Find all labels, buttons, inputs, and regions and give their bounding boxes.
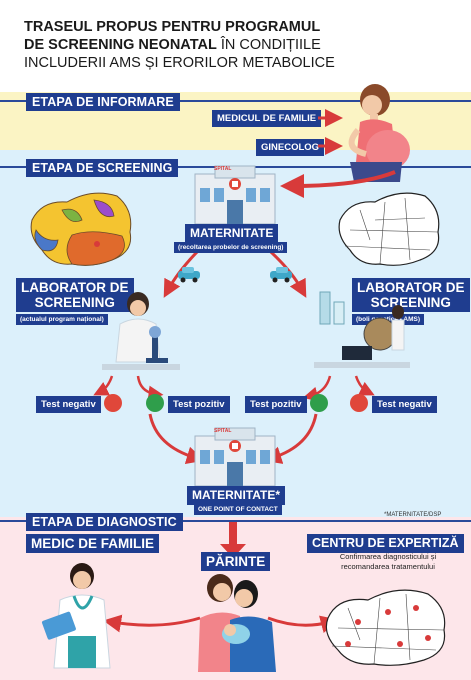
lab-right-label-line2: SCREENING	[370, 295, 451, 310]
test-positive-left: Test pozitiv	[168, 396, 230, 413]
maternity-bottom-sign: SPITAL	[214, 428, 232, 434]
lab-left-label-line1: LABORATOR DE	[21, 280, 129, 295]
check-icon-left	[146, 394, 164, 412]
test-negative-right: Test negativ	[372, 396, 437, 413]
stage-label-screening: ETAPA DE SCREENING	[26, 159, 179, 177]
maternitate-top-label: MATERNITATE	[185, 224, 279, 243]
doctor-illustration	[41, 563, 111, 669]
parinte-label: PĂRINTE	[201, 552, 271, 571]
centru-sub-line2: recomandarea tratamentului	[341, 562, 435, 571]
lab-right-sub: (boli genetice - AMS)	[352, 314, 425, 325]
test-negative-left: Test negativ	[36, 396, 101, 413]
ginecolog-tag: GINECOLOG	[256, 139, 325, 156]
title-line2-light: ÎN CONDIȚIILE	[216, 37, 321, 53]
lab-left-sub: (actualul program național)	[16, 314, 108, 325]
minus-icon-right	[350, 394, 368, 412]
lab-left-label-line2: SCREENING	[34, 295, 115, 310]
title-line2-bold: DE SCREENING NEONATAL	[24, 37, 217, 53]
centru-expertiza-sub: Confirmarea diagnosticului și recomandar…	[318, 552, 458, 572]
centru-expertiza-label: CENTRU DE EXPERTIZĂ	[307, 534, 464, 553]
maternitate-top-sub: (recoltarea probelor de screening)	[174, 242, 288, 253]
parent-baby-illustration	[198, 574, 276, 672]
minus-icon-left	[104, 394, 122, 412]
medic-familie-tag: MEDICUL DE FAMILIE	[212, 110, 322, 127]
title-line3: INCLUDERII AMS ȘI ERORILOR METABOLICE	[24, 55, 335, 71]
lab-left-label: LABORATOR DE SCREENING	[16, 278, 134, 312]
car-icon-left	[178, 267, 200, 283]
romania-map-outline	[338, 192, 440, 266]
car-icon-right	[270, 267, 292, 283]
maternity-building-top	[194, 165, 276, 225]
lab-scientist-left-illustration	[102, 292, 180, 370]
stage-label-diagnostic: ETAPA DE DIAGNOSTIC	[26, 513, 183, 531]
maternity-top-sign: SPITAL	[214, 166, 232, 172]
maternitate-footnote: *MATERNITATE/DSP	[384, 512, 442, 518]
centru-sub-line1: Confirmarea diagnosticului și	[339, 552, 437, 561]
maternity-building-bottom	[194, 427, 276, 487]
maternitate-bottom-sub: ONE POINT OF CONTACT	[194, 504, 282, 515]
stage-label-informare: ETAPA DE INFORMARE	[26, 93, 180, 111]
lab-right-label-line1: LABORATOR DE	[357, 280, 465, 295]
test-positive-right: Test pozitiv	[245, 396, 307, 413]
stage-divider-diagnostic	[0, 520, 471, 522]
title-line1: TRASEUL PROPUS PENTRU PROGRAMUL	[24, 19, 321, 35]
page-title: TRASEUL PROPUS PENTRU PROGRAMUL DE SCREE…	[24, 18, 354, 72]
pregnant-woman-illustration	[348, 84, 410, 182]
romania-map-expertise	[325, 589, 446, 666]
check-icon-right	[310, 394, 328, 412]
romania-map-colored	[30, 192, 132, 266]
maternitate-bottom-label: MATERNITATE*	[187, 486, 285, 505]
stage-divider-informare	[0, 100, 471, 102]
lab-scientist-right-illustration	[314, 291, 410, 368]
lab-right-label: LABORATOR DE SCREENING	[352, 278, 470, 312]
medic-familie-diag-label: MEDIC DE FAMILIE	[26, 534, 160, 553]
